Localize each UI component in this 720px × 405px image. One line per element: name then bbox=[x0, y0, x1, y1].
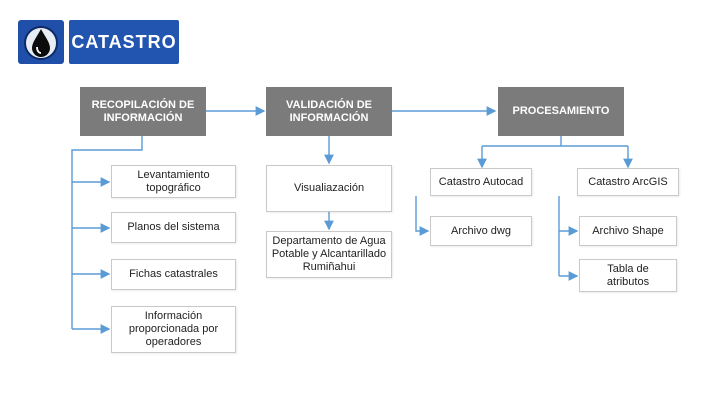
arrow-dwg bbox=[415, 196, 430, 236]
box-planos: Planos del sistema bbox=[111, 212, 236, 243]
box-visualizacion: Visualiazación bbox=[266, 165, 392, 212]
line-recopilacion-trunk bbox=[71, 136, 143, 329]
box-archivo-shape: Archivo Shape bbox=[579, 216, 677, 246]
box-fichas: Fichas catastrales bbox=[111, 259, 236, 290]
box-catastro-autocad: Catastro Autocad bbox=[430, 168, 532, 196]
box-informacion: Información proporcionada por operadores bbox=[111, 306, 236, 353]
box-catastro-arcgis: Catastro ArcGIS bbox=[577, 168, 679, 196]
box-recopilacion: RECOPILACIÓN DE INFORMACIÓN bbox=[80, 87, 206, 136]
line-procesamiento-split bbox=[482, 136, 628, 147]
logo-title: CATASTRO bbox=[69, 20, 179, 64]
box-levantamiento: Levantamiento topográfico bbox=[111, 165, 236, 198]
box-departamento: Departamento de Agua Potable y Alcantari… bbox=[266, 231, 392, 278]
box-archivo-dwg: Archivo dwg bbox=[430, 216, 532, 246]
box-tabla-atributos: Tabla de atributos bbox=[579, 259, 677, 292]
box-procesamiento: PROCESAMIENTO bbox=[498, 87, 624, 136]
box-validacion: VALIDACIÓN DE INFORMACIÓN bbox=[266, 87, 392, 136]
water-drop-icon bbox=[24, 26, 58, 60]
logo-icon-box bbox=[18, 20, 64, 64]
